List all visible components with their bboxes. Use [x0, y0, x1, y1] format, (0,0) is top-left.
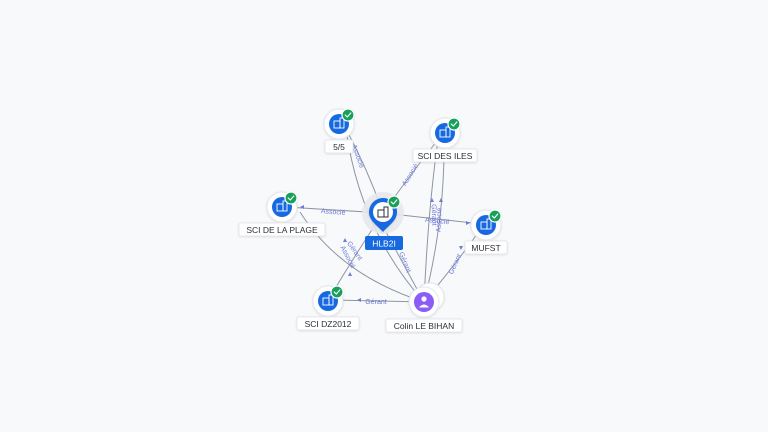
arrow-dz: [357, 298, 361, 302]
node-label: MUFST: [471, 243, 500, 253]
node-label: SCI DE LA PLAGE: [246, 225, 318, 235]
verified-check-icon: [341, 108, 355, 122]
arrow-mufst: [466, 221, 470, 225]
node-colin-le-bihan[interactable]: Colin LE BIHAN: [385, 282, 463, 333]
relation-label-center-mufst: Associé: [425, 217, 450, 227]
relation-label-colin-mufst: Gérant: [448, 253, 463, 275]
relation-label-colin-dz: Gérant: [365, 299, 386, 306]
verified-check-icon: [488, 209, 502, 223]
building-icon: [480, 218, 492, 230]
node-label: 5/5: [333, 142, 345, 152]
node-sci-dz2012[interactable]: SCI DZ2012: [296, 285, 360, 331]
node-label: HLB2I: [372, 239, 396, 249]
verified-check-icon: [330, 285, 344, 299]
verified-check-icon: [387, 195, 401, 209]
node-label: Colin LE BIHAN: [394, 321, 454, 331]
relation-label-center-plage: Associé: [321, 208, 346, 217]
arrow-plage-2: [343, 238, 347, 242]
node-mufst[interactable]: MUFST: [464, 209, 508, 255]
arrow-mufst-2: [459, 246, 463, 250]
building-icon: [377, 206, 389, 218]
relation-label-colin-des-iles-1: Gérant: [430, 204, 438, 226]
arrow-dz-2: [348, 272, 352, 276]
building-icon: [276, 200, 288, 212]
verified-check-icon: [284, 191, 298, 205]
node-sci-de-la-plage[interactable]: SCI DE LA PLAGE: [238, 191, 326, 237]
arrow-plage: [300, 205, 304, 209]
person-icon: [418, 296, 430, 308]
node-sci-des-iles[interactable]: SCI DES ILES: [412, 117, 478, 163]
verified-check-icon: [447, 117, 461, 131]
node-label: SCI DZ2012: [305, 319, 352, 329]
arrow-des-iles-b: [439, 198, 443, 202]
arrows: [300, 198, 470, 302]
relation-label-center-des-iles: Associé: [401, 163, 420, 188]
node-5-5[interactable]: 5/5: [323, 108, 355, 154]
node-hlb2i-selected[interactable]: HLB2I: [362, 192, 404, 250]
building-icon: [439, 126, 451, 138]
arrow-des-iles-a: [430, 198, 434, 202]
building-icon: [333, 117, 345, 129]
building-icon: [322, 294, 334, 306]
relation-label-colin-des-iles-2: Associé: [436, 207, 444, 232]
node-label: SCI DES ILES: [418, 151, 473, 161]
